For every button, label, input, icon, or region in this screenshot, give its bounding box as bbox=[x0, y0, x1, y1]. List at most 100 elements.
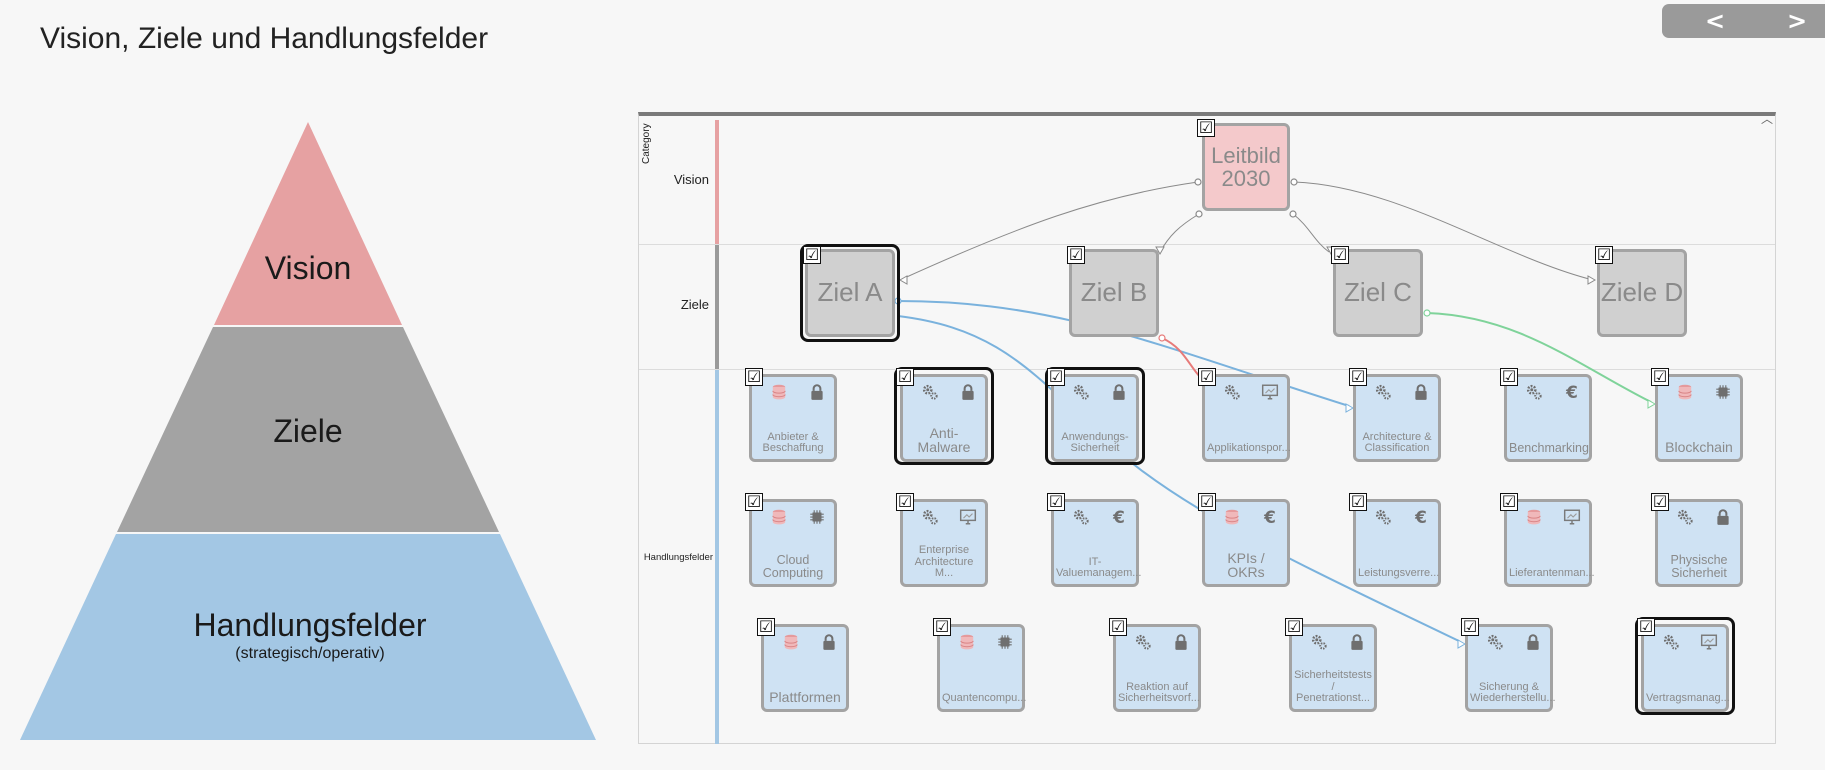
ziel-node-checkbox[interactable]: ☑ bbox=[1595, 245, 1613, 264]
handlungsfeld-label: IT-Valuemanagem... bbox=[1056, 555, 1142, 580]
lock-icon bbox=[820, 633, 838, 651]
handlungsfeld-node[interactable]: Sicherung & Wiederherstellu... bbox=[1465, 624, 1556, 712]
edge-ziel-c-blockchain bbox=[1426, 312, 1652, 403]
diagram-canvas[interactable]: ︿ Category Vision Ziele Handlungsfelder … bbox=[638, 112, 1776, 744]
handlungsfeld-checkbox[interactable]: ☑ bbox=[1047, 367, 1065, 386]
handlungsfeld-node[interactable]: Applikationspor... bbox=[1202, 374, 1291, 462]
lock-icon bbox=[1714, 508, 1732, 526]
handlungsfeld-node[interactable]: €KPIs / OKRs bbox=[1202, 499, 1290, 587]
monitor-icon bbox=[1700, 633, 1718, 651]
handlungsfeld-checkbox[interactable]: ☑ bbox=[1198, 367, 1216, 386]
handlungsfeld-node[interactable]: Lieferantenman... bbox=[1504, 499, 1595, 587]
handlungsfeld-label: Cloud Computing bbox=[762, 552, 824, 580]
vision-lane-bar bbox=[715, 120, 719, 244]
handlungsfeld-checkbox[interactable]: ☑ bbox=[1651, 492, 1669, 511]
chip-icon bbox=[808, 508, 826, 526]
ziel-node-checkbox[interactable]: ☑ bbox=[1331, 245, 1349, 264]
gears-icon bbox=[1486, 633, 1504, 651]
selection-frame bbox=[1635, 617, 1735, 715]
lane-divider bbox=[639, 244, 1775, 245]
handlungsfeld-node[interactable]: Architecture & Classification bbox=[1353, 374, 1441, 462]
handlungsfeld-node[interactable]: Blockchain bbox=[1655, 374, 1743, 462]
handlungsfeld-label: Blockchain bbox=[1665, 439, 1733, 456]
gears-icon bbox=[921, 508, 939, 526]
handlungsfeld-node[interactable]: Cloud Computing bbox=[749, 499, 837, 587]
edge-vision-ziel-c bbox=[1292, 213, 1330, 253]
selection-frame bbox=[894, 367, 994, 465]
lock-icon bbox=[808, 383, 826, 401]
vision-node[interactable]: Leitbild 2030 bbox=[1202, 123, 1290, 211]
handlungsfeld-checkbox[interactable]: ☑ bbox=[745, 367, 763, 386]
euro-icon: € bbox=[1110, 508, 1128, 526]
database-icon bbox=[1525, 508, 1543, 526]
svg-text:€: € bbox=[1112, 508, 1125, 526]
ziel-node[interactable]: Ziel A bbox=[805, 249, 895, 337]
handlungsfeld-node[interactable]: Physische Sicherheit bbox=[1655, 499, 1743, 587]
gears-icon bbox=[921, 383, 939, 401]
ziel-node[interactable]: Ziel B bbox=[1069, 249, 1159, 337]
handlungsfeld-label: Anwendungs-Sicherheit bbox=[1061, 430, 1129, 455]
edge-port bbox=[1195, 210, 1203, 218]
ziel-node-label: Ziel A bbox=[817, 277, 883, 308]
handlungsfeld-checkbox[interactable]: ☑ bbox=[1198, 492, 1216, 511]
pyramid-handlungsfelder-segment bbox=[20, 534, 596, 740]
edge-port bbox=[1423, 309, 1431, 317]
vision-node-checkbox[interactable]: ☑ bbox=[1197, 118, 1215, 137]
handlungsfeld-node[interactable]: Anti-Malware bbox=[900, 374, 988, 462]
handlungsfeld-checkbox[interactable]: ☑ bbox=[1285, 617, 1303, 636]
handlungsfeld-node[interactable]: Plattformen bbox=[761, 624, 849, 712]
handlungsfeld-checkbox[interactable]: ☑ bbox=[1500, 492, 1518, 511]
pyramid-handlungsfelder-label: Handlungsfelder bbox=[193, 607, 427, 643]
handlungsfeld-node[interactable]: €Leistungsverre... bbox=[1353, 499, 1441, 587]
handlungsfeld-checkbox[interactable]: ☑ bbox=[757, 617, 775, 636]
pyramid-shape bbox=[20, 122, 596, 740]
edge-port bbox=[1194, 178, 1202, 186]
handlungsfeld-node[interactable]: Reaktion auf Sicherheitsvorf... bbox=[1113, 624, 1201, 712]
edge-ziel-a-sicherung bbox=[897, 315, 1460, 642]
handlungsfeld-checkbox[interactable]: ☑ bbox=[933, 617, 951, 636]
pyramid-ziele-label: Ziele bbox=[273, 413, 343, 449]
next-button[interactable]: > bbox=[1744, 4, 1825, 38]
gears-icon bbox=[1662, 633, 1680, 651]
handlungsfeld-checkbox[interactable]: ☑ bbox=[1461, 617, 1479, 636]
svg-text:€: € bbox=[1414, 508, 1427, 526]
handlungsfeld-label: Anbieter & Beschaffung bbox=[762, 430, 824, 455]
handlungsfeld-checkbox[interactable]: ☑ bbox=[1637, 617, 1655, 636]
handlungsfeld-node[interactable]: € IT-Valuemanagem... bbox=[1051, 499, 1142, 587]
ziel-node-checkbox[interactable]: ☑ bbox=[803, 245, 821, 264]
handlungsfeld-node[interactable]: Enterprise Architecture M... bbox=[900, 499, 988, 587]
edge-port bbox=[1289, 210, 1297, 218]
handlungsfeld-node[interactable]: Sicherheitstests / Penetrationst... bbox=[1289, 624, 1377, 712]
handlungsfeld-checkbox[interactable]: ☑ bbox=[1349, 492, 1367, 511]
handlungsfeld-label: Plattformen bbox=[769, 689, 841, 706]
handlungsfeld-label: Benchmarking bbox=[1509, 440, 1589, 455]
handlungsfeld-checkbox[interactable]: ☑ bbox=[1109, 617, 1127, 636]
lock-icon bbox=[1412, 383, 1430, 401]
edge-arrowhead bbox=[1345, 403, 1355, 413]
handlungsfeld-node[interactable]: Vertragsmanag... bbox=[1641, 624, 1730, 712]
handlungsfeld-node[interactable]: Quantencompu... bbox=[937, 624, 1026, 712]
handlungsfeld-checkbox[interactable]: ☑ bbox=[745, 492, 763, 511]
handlungsfeld-label: Anti-Malware bbox=[917, 424, 971, 456]
handlungsfeld-checkbox[interactable]: ☑ bbox=[1500, 367, 1518, 386]
lock-icon bbox=[1524, 633, 1542, 651]
handlungsfeld-label: KPIs / OKRs bbox=[1227, 549, 1265, 581]
handlungsfeld-checkbox[interactable]: ☑ bbox=[1047, 492, 1065, 511]
handlungsfeld-node[interactable]: Anbieter & Beschaffung bbox=[749, 374, 837, 462]
ziel-node[interactable]: Ziel C bbox=[1333, 249, 1423, 337]
handlungsfeld-node[interactable]: Anwendungs-Sicherheit bbox=[1051, 374, 1139, 462]
database-icon bbox=[770, 508, 788, 526]
edge-arrowhead bbox=[1587, 275, 1597, 285]
edge-arrowhead bbox=[1457, 639, 1467, 649]
gears-icon bbox=[1525, 383, 1543, 401]
handlungsfeld-checkbox[interactable]: ☑ bbox=[1651, 367, 1669, 386]
handlungsfeld-checkbox[interactable]: ☑ bbox=[896, 367, 914, 386]
ziel-node-checkbox[interactable]: ☑ bbox=[1067, 245, 1085, 264]
handlungsfeld-checkbox[interactable]: ☑ bbox=[1349, 367, 1367, 386]
handlungsfeld-checkbox[interactable]: ☑ bbox=[896, 492, 914, 511]
monitor-icon bbox=[1563, 508, 1581, 526]
lane-label-ziele: Ziele bbox=[680, 297, 709, 312]
collapse-chevron-icon[interactable]: ︿ bbox=[1760, 112, 1773, 126]
pyramid-vision-segment bbox=[214, 122, 402, 325]
handlungsfeld-node[interactable]: €Benchmarking bbox=[1504, 374, 1592, 462]
